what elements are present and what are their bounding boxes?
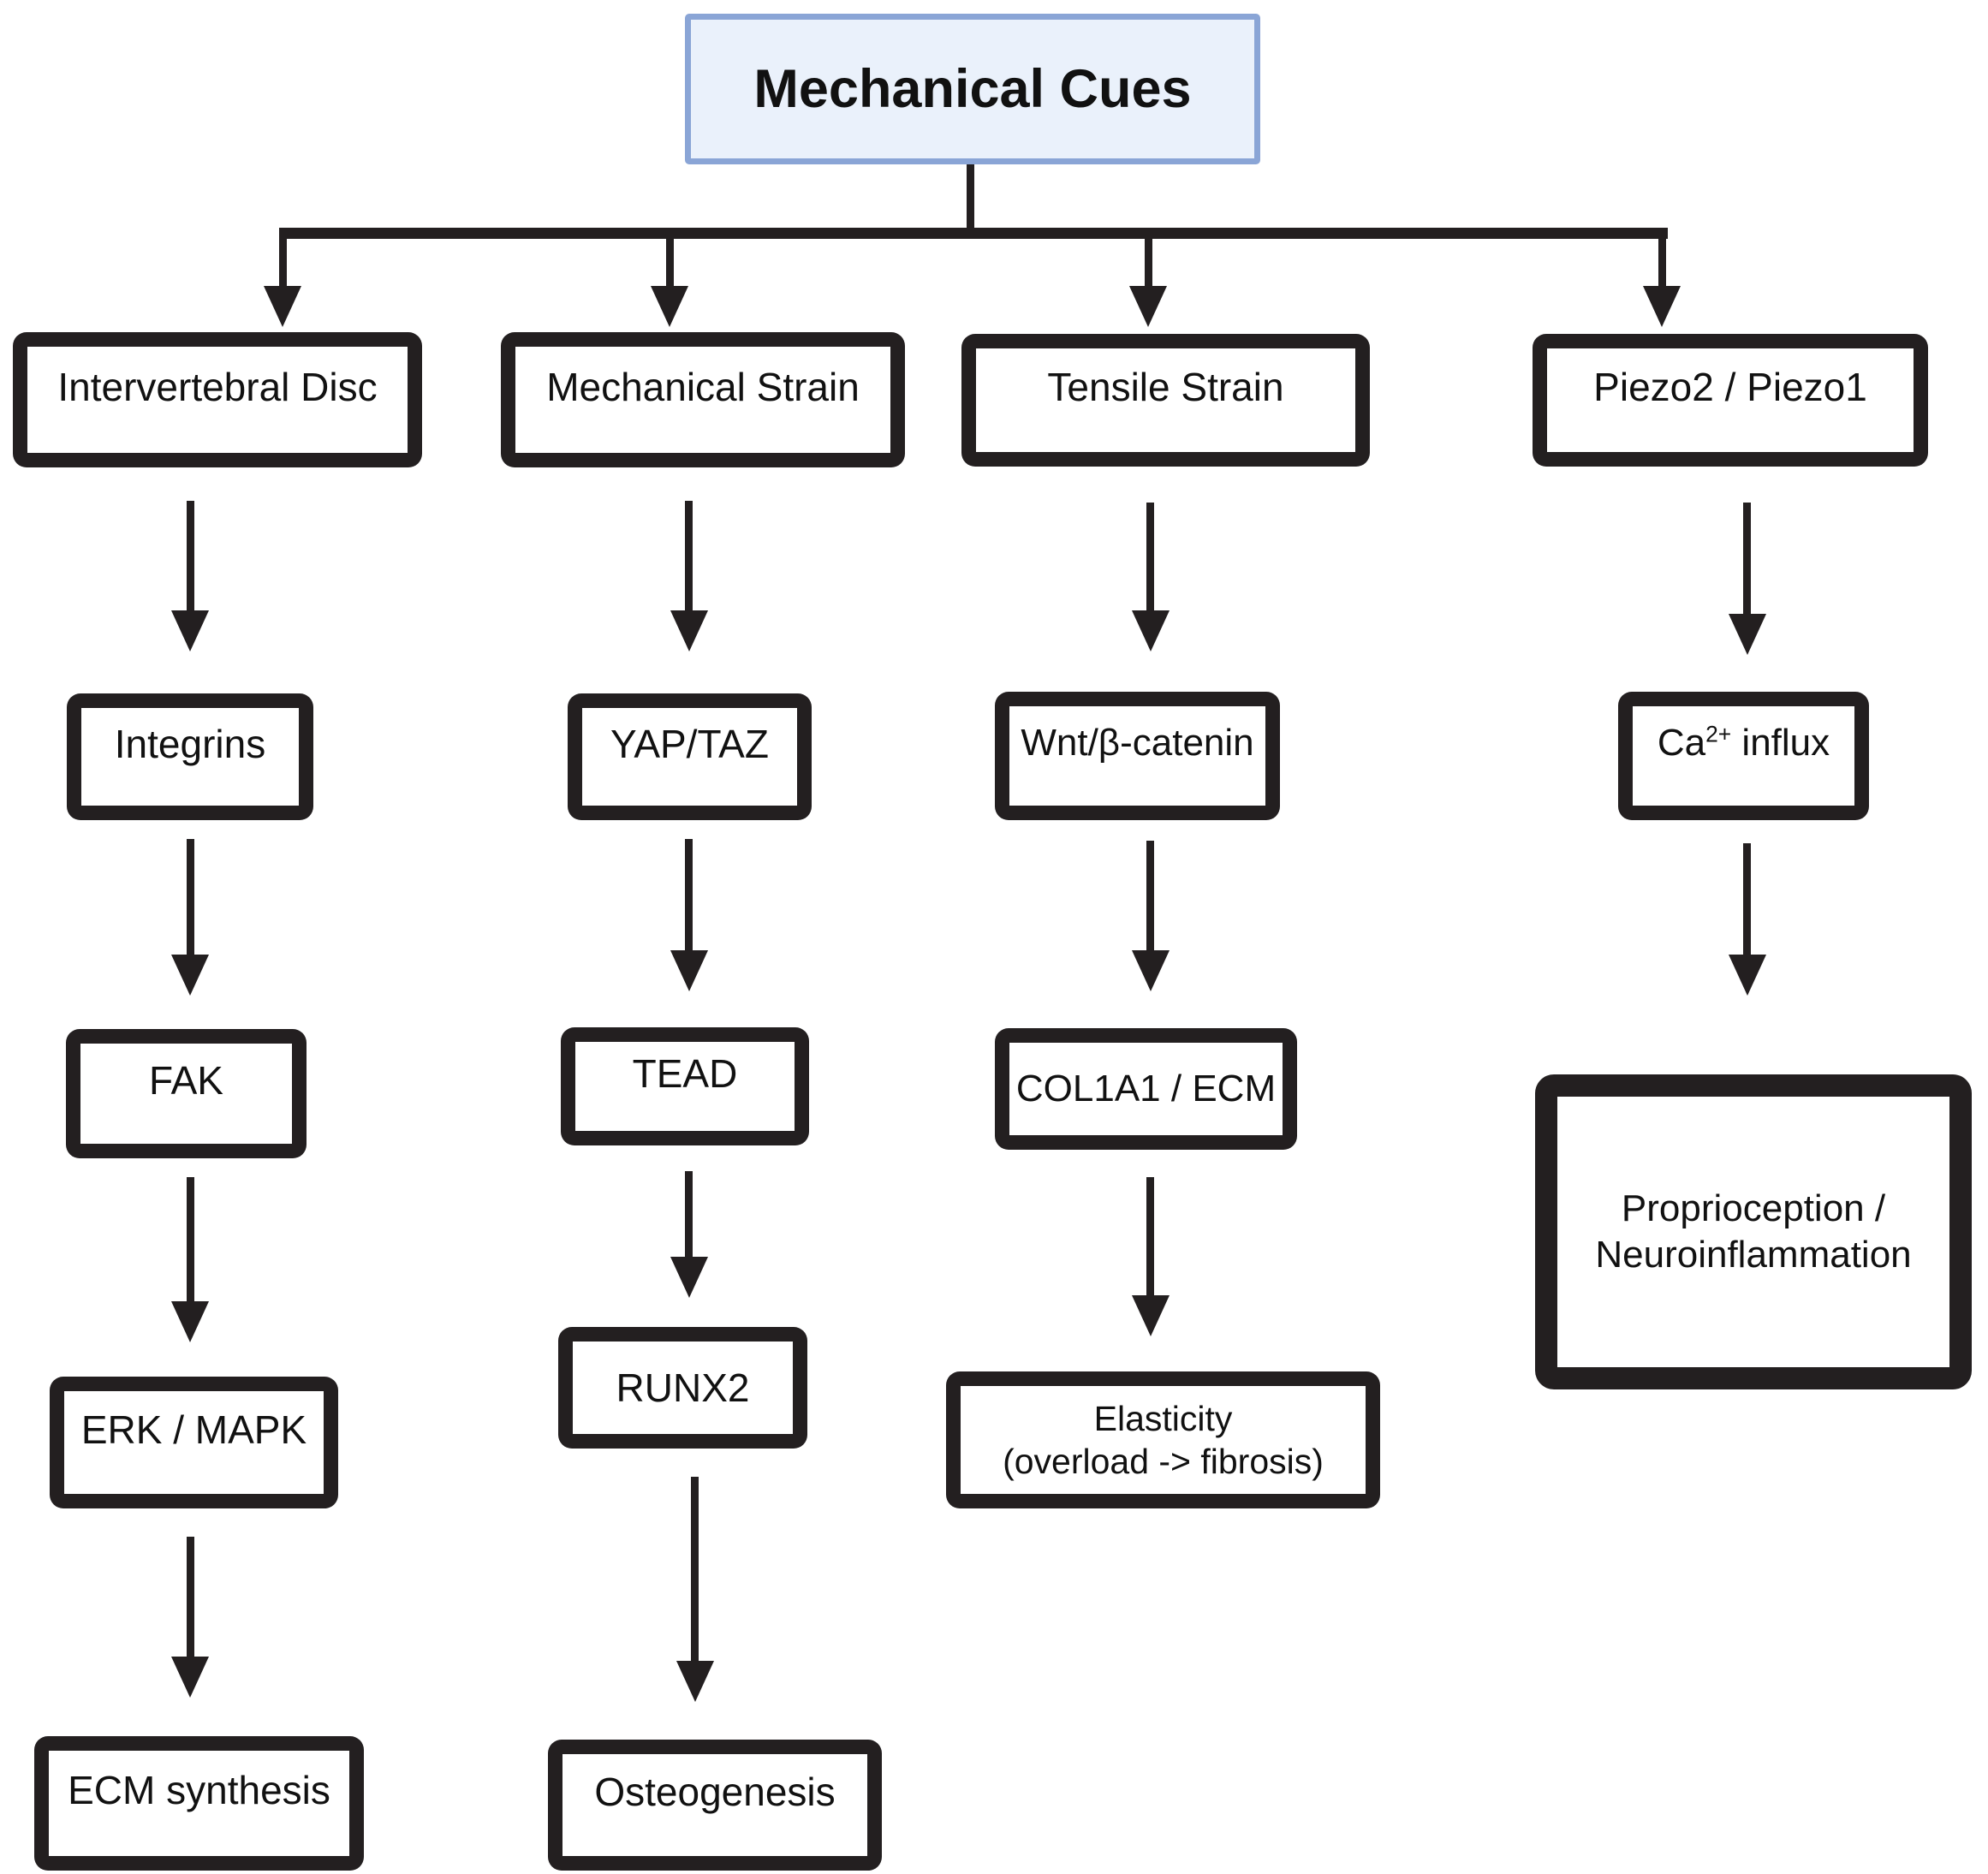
connector-line [685, 1171, 693, 1257]
node-intervertebral-disc: Intervertebral Disc [13, 332, 422, 467]
node-label: FAK [149, 1058, 223, 1104]
node-yap-taz: YAP/TAZ [568, 693, 812, 820]
node-label: ECM synthesis [68, 1768, 330, 1813]
node-ca-influx: Ca2+ influx [1618, 692, 1869, 820]
connector-line [685, 501, 693, 610]
connector-line [279, 228, 1668, 239]
connector-line [1146, 503, 1154, 610]
node-label: Wnt/β-catenin [1021, 722, 1254, 764]
arrow-down-icon [264, 286, 301, 327]
connector-line [187, 1537, 194, 1657]
connector-line [187, 501, 194, 610]
arrow-down-icon [676, 1661, 714, 1702]
node-proprioception-neuroinflammation: Proprioception / Neuroinflammation [1535, 1074, 1972, 1389]
node-fak: FAK [66, 1029, 307, 1158]
node-tensile-strain: Tensile Strain [961, 334, 1370, 467]
connector-line [666, 239, 674, 286]
node-label: TEAD [632, 1050, 738, 1096]
arrow-down-icon [171, 955, 209, 996]
node-piezo2-piezo1: Piezo2 / Piezo1 [1533, 334, 1928, 467]
connector-line [187, 839, 194, 955]
label-line-1: Proprioception / [1621, 1187, 1886, 1230]
connector-line [685, 839, 693, 950]
arrow-down-icon [670, 950, 708, 991]
arrow-down-icon [1132, 950, 1170, 991]
connector-line [279, 228, 287, 286]
connector-line [1145, 239, 1152, 286]
arrow-down-icon [171, 610, 209, 651]
node-label: Tensile Strain [1047, 365, 1284, 410]
node-label: Mechanical Cues [753, 58, 1192, 119]
node-label: Osteogenesis [594, 1770, 836, 1815]
arrow-down-icon [1729, 955, 1766, 996]
arrow-down-icon [1643, 286, 1681, 327]
connector-line [1743, 503, 1751, 614]
node-label: COL1A1 / ECM [1015, 1068, 1277, 1110]
node-label: RUNX2 [616, 1365, 750, 1410]
arrow-down-icon [670, 610, 708, 651]
node-label: Ca2+ influx [1658, 720, 1830, 766]
node-label: Proprioception / Neuroinflammation [1595, 1186, 1911, 1277]
node-label: Integrins [114, 721, 266, 766]
node-osteogenesis: Osteogenesis [548, 1740, 882, 1871]
arrow-down-icon [171, 1657, 209, 1698]
node-label: YAP/TAZ [610, 721, 769, 766]
node-erk-mapk: ERK / MAPK [50, 1377, 338, 1508]
node-mechanical-strain: Mechanical Strain [501, 332, 905, 467]
arrow-down-icon [1729, 614, 1766, 655]
label-line-2: (overload -> fibrosis) [1003, 1442, 1324, 1481]
node-col1a1-ecm: COL1A1 / ECM [995, 1028, 1297, 1150]
connector-line [967, 164, 974, 234]
node-label: Mechanical Strain [546, 364, 860, 409]
arrow-down-icon [171, 1301, 209, 1342]
arrow-down-icon [1132, 1295, 1170, 1336]
ca-base: Ca [1657, 722, 1706, 764]
node-label: Piezo2 / Piezo1 [1593, 365, 1867, 410]
node-label: Intervertebral Disc [57, 364, 378, 409]
node-label: Elasticity (overload -> fibrosis) [1003, 1397, 1324, 1483]
arrow-down-icon [1129, 286, 1167, 327]
node-mechanical-cues: Mechanical Cues [685, 14, 1260, 164]
node-wnt-b-catenin: Wnt/β-catenin [995, 692, 1280, 820]
arrow-down-icon [670, 1257, 708, 1298]
arrow-down-icon [651, 286, 688, 327]
connector-line [187, 1177, 194, 1301]
arrow-down-icon [1132, 610, 1170, 651]
label-line-1: Elasticity [1093, 1398, 1233, 1438]
connector-line [1146, 1177, 1154, 1295]
connector-line [1658, 228, 1666, 286]
connector-line [691, 1477, 699, 1661]
node-runx2: RUNX2 [558, 1327, 807, 1449]
node-elasticity: Elasticity (overload -> fibrosis) [946, 1371, 1380, 1508]
ca-rest: influx [1731, 722, 1830, 764]
connector-line [1743, 843, 1751, 955]
label-line-2: Neuroinflammation [1595, 1234, 1912, 1276]
node-label: ERK / MAPK [80, 1407, 307, 1452]
node-ecm-synthesis: ECM synthesis [34, 1736, 364, 1871]
node-integrins: Integrins [67, 693, 313, 820]
connector-line [1146, 841, 1154, 950]
ca-superscript: 2+ [1705, 721, 1732, 747]
node-tead: TEAD [561, 1027, 809, 1145]
